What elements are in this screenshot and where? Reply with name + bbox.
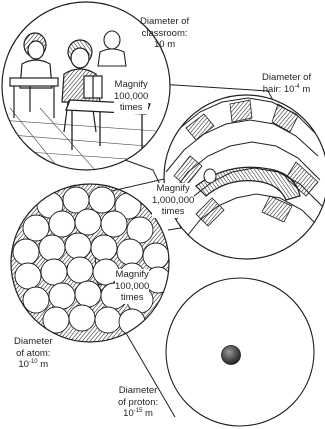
magnify-label-2: Magnify 1,000,000 times xyxy=(152,183,194,218)
proton-label: Diameter of proton: 10-15 m xyxy=(118,385,158,420)
magnify-label-1: Magnify 100,000 times xyxy=(114,79,148,114)
classroom-label: Diameter of classroom: 10 m xyxy=(140,16,189,51)
proton-dot xyxy=(222,346,241,365)
hair-label: Diameter of hair: 10-4 m xyxy=(262,72,311,95)
magnify-label-3: Magnify 100,000 times xyxy=(115,269,149,304)
atom-label: Diameter of atom: 10-10 m xyxy=(14,336,53,371)
